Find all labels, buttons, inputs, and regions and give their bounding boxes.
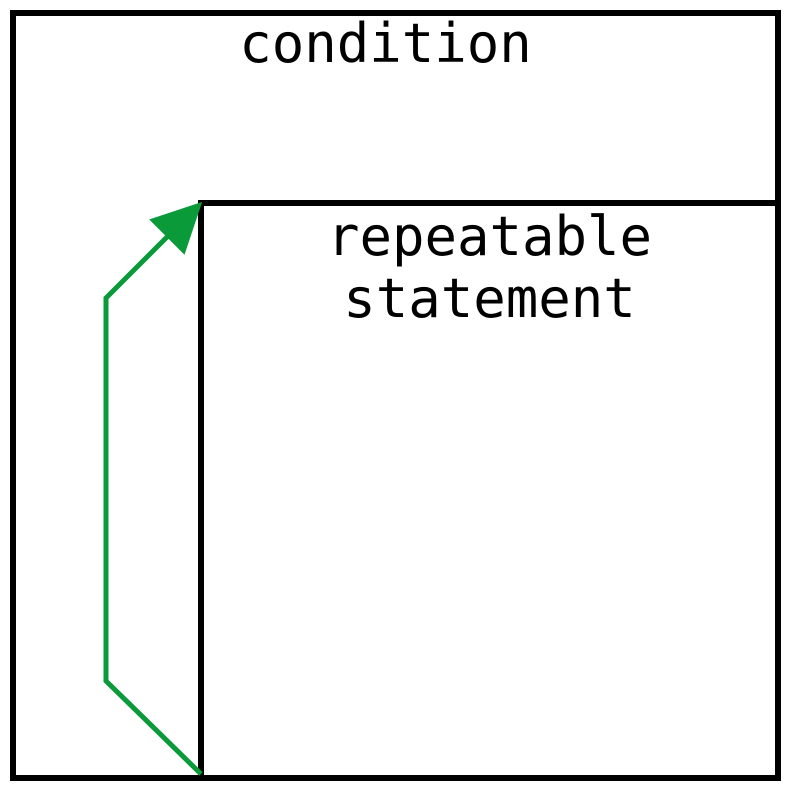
statement-label-line-2: statement	[343, 267, 636, 330]
statement-label-line-1: repeatable	[326, 205, 653, 268]
repeatable-statement-block	[198, 200, 781, 781]
repeatable-statement-label: repeatable statement	[198, 206, 781, 330]
condition-label: condition	[239, 12, 532, 75]
loop-back-arrow	[103, 201, 203, 776]
